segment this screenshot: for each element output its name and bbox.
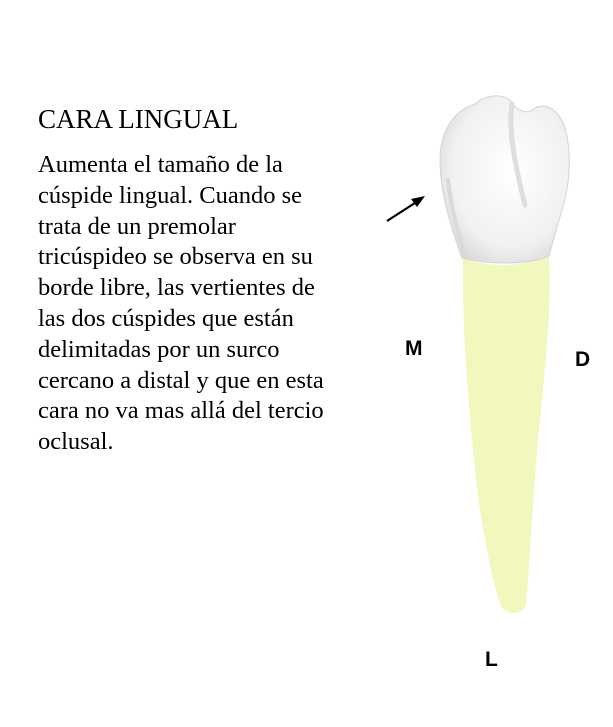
description-line: Aumenta el tamaño de la xyxy=(38,151,283,178)
description-line: tricúspideo se observa en su xyxy=(38,243,313,271)
description-line: trata de un premolar xyxy=(38,212,236,240)
description-line: cercano a distal y que en esta xyxy=(38,366,324,394)
description-paragraph: Aumenta el tamaño de la cúspide lingual.… xyxy=(38,150,383,458)
label-lingual: L xyxy=(485,648,498,671)
description-line: cúspide lingual. Cuando se xyxy=(38,181,303,209)
label-mesial: M xyxy=(405,337,423,360)
crown-groove xyxy=(508,101,528,208)
tooth-root xyxy=(462,254,550,614)
description-line: borde libre, las vertientes de xyxy=(38,274,315,302)
pointer-arrow-line xyxy=(386,200,419,222)
description-line: oclusal. xyxy=(38,428,114,456)
heading-cara-lingual: CARA LINGUAL xyxy=(38,104,239,134)
label-distal: D xyxy=(575,348,591,371)
description-line: delimitadas por un surco xyxy=(38,335,280,363)
tooth-crown xyxy=(439,95,570,264)
description-line: cara no va mas allá del tercio xyxy=(38,397,324,425)
pointer-arrow-head xyxy=(411,196,425,207)
crown-shadow xyxy=(446,178,468,257)
description-line: las dos cúspides que están xyxy=(38,304,294,332)
